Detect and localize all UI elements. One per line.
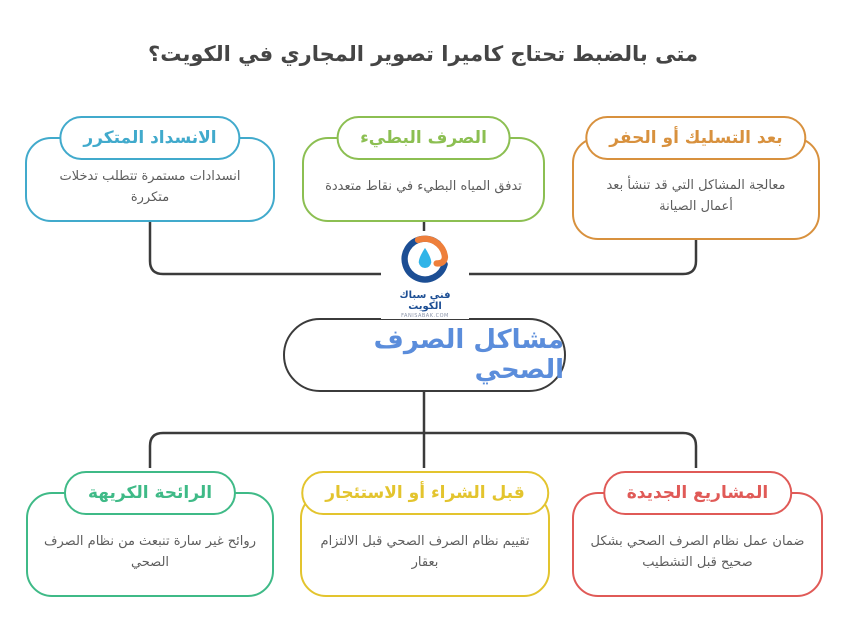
node-body-text: تقييم نظام الصرف الصحي قبل الالتزام بعقا…	[320, 534, 530, 570]
logo-domain-text: FANISABAK.COM	[401, 313, 449, 319]
node-title: الصرف البطيء	[360, 128, 487, 148]
node-body-text: تدفق المياه البطيء في نقاط متعددة	[325, 179, 522, 195]
node-body-text: انسدادات مستمرة تتطلب تدخلات متكررة	[59, 169, 241, 205]
node-after-unclogging-or-digging: بعد التسليك أو الحفر معالجة المشاكل التي…	[572, 116, 820, 240]
node-body-text: معالجة المشاكل التي قد تنشأ بعد أعمال ال…	[606, 178, 786, 214]
node-recurring-blockage: الانسداد المتكرر انسدادات مستمرة تتطلب ت…	[25, 116, 275, 222]
node-title: الانسداد المتكرر	[83, 128, 217, 148]
node-title-pill: المشاريع الجديدة	[602, 471, 793, 515]
node-title: المشاريع الجديدة	[626, 483, 769, 503]
node-title-pill: الانسداد المتكرر	[59, 116, 241, 160]
node-before-buying-or-renting: قبل الشراء أو الاستئجار تقييم نظام الصرف…	[300, 471, 550, 597]
node-slow-drainage: الصرف البطيء تدفق المياه البطيء في نقاط …	[302, 116, 545, 222]
center-node-sewage-problems: مشاكل الصرف الصحي	[283, 318, 566, 392]
node-title: قبل الشراء أو الاستئجار	[325, 483, 525, 503]
node-body-text: ضمان عمل نظام الصرف الصحي بشكل صحيح قبل …	[590, 534, 805, 570]
logo-brand-name: فني سباك الكويت	[399, 290, 451, 312]
logo-orange-arc	[414, 235, 449, 267]
node-title-pill: الرائحة الكريهة	[63, 471, 237, 515]
diagram-title: متى بالضبط تحتاج كاميرا تصوير المجاري في…	[148, 42, 698, 66]
node-title: الرائحة الكريهة	[87, 483, 213, 503]
node-title: بعد التسليك أو الحفر	[609, 128, 783, 148]
node-new-projects: المشاريع الجديدة ضمان عمل نظام الصرف الص…	[572, 471, 823, 597]
node-title-pill: قبل الشراء أو الاستئجار	[301, 471, 549, 515]
logo-mark-icon	[401, 235, 449, 283]
water-droplet-icon	[418, 247, 432, 269]
node-title-pill: بعد التسليك أو الحفر	[585, 116, 807, 160]
node-title-pill: الصرف البطيء	[336, 116, 511, 160]
node-body-text: روائح غير سارة تنبعث من نظام الصرف الصحي	[44, 534, 256, 570]
node-bad-smell: الرائحة الكريهة روائح غير سارة تنبعث من …	[26, 471, 274, 597]
logo: فني سباك الكويت FANISABAK.COM	[381, 231, 469, 319]
bottom-row-connector	[148, 431, 698, 468]
